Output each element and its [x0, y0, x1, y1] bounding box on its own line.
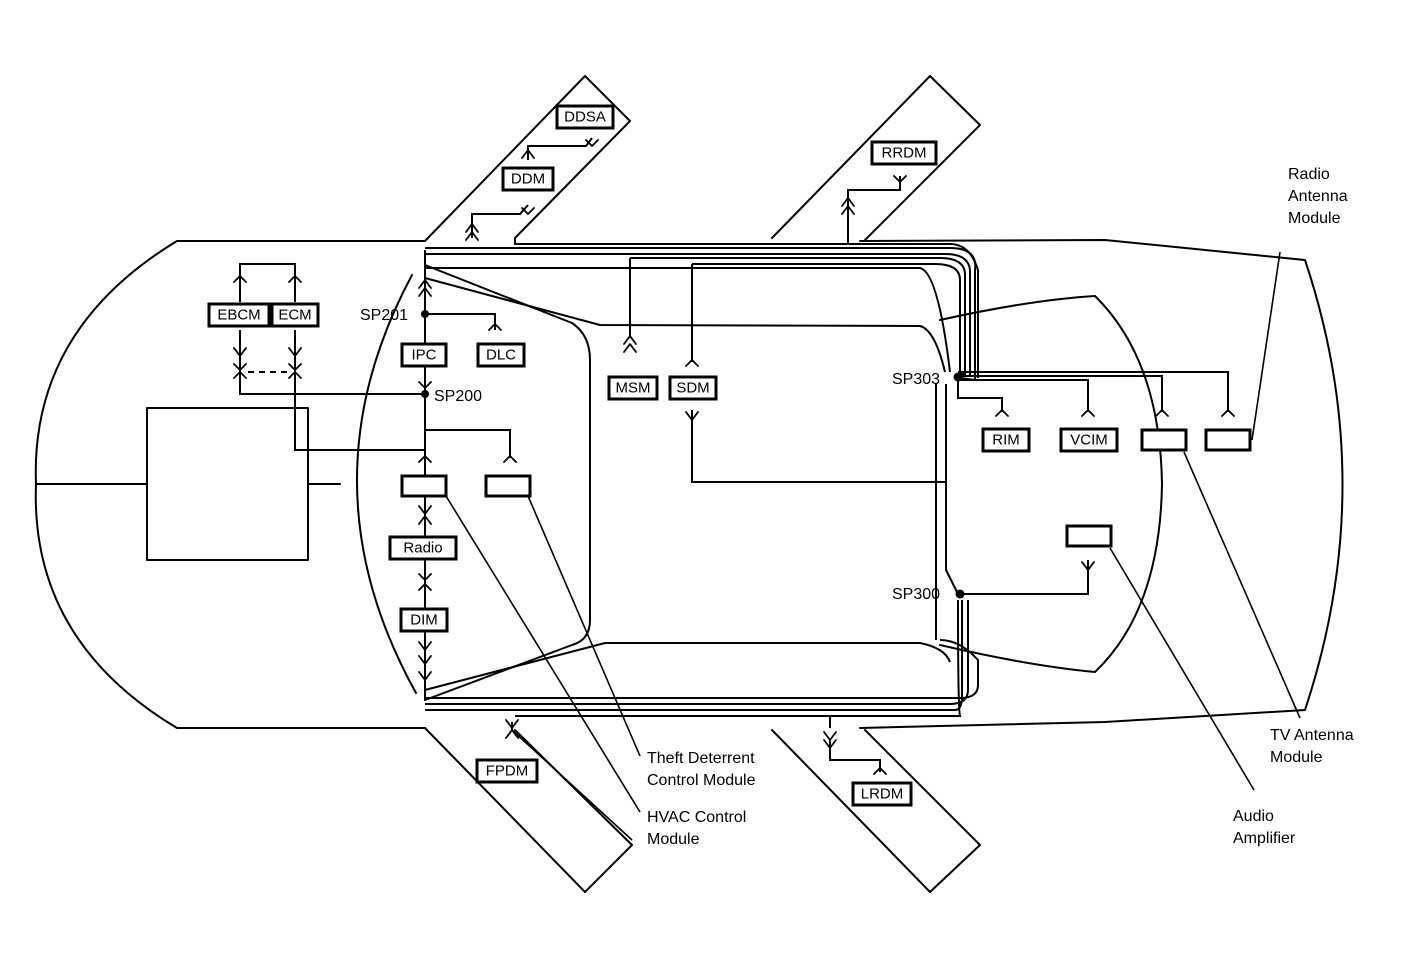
center-wires: [629, 258, 946, 483]
engine-wires: [239, 263, 426, 458]
svg-text:Module: Module: [1288, 210, 1341, 227]
connector-symbols: [233, 139, 1235, 775]
svg-text:Antenna: Antenna: [1288, 188, 1348, 205]
module-lrdm: LRDM: [851, 781, 913, 807]
sp200-dot: [421, 390, 429, 398]
module-msm: MSM: [607, 375, 659, 401]
callout-hvac: HVAC Control Module: [647, 809, 746, 848]
module-dim: DIM: [399, 607, 449, 633]
callout-audio-amplifier: Audio Amplifier: [1233, 808, 1296, 847]
svg-text:TV Antenna: TV Antenna: [1270, 727, 1354, 744]
rear-branches: [957, 371, 1229, 412]
svg-text:Module: Module: [1270, 749, 1323, 766]
module-ecm: ECM: [270, 302, 320, 328]
ecm-label: ECM: [278, 307, 311, 324]
splice-points: [421, 310, 965, 599]
callout-theft-deterrent: Theft Deterrent Control Module: [647, 750, 756, 789]
module-tv-antenna: [1140, 428, 1188, 452]
vehicle-body-outline: [34, 239, 1344, 729]
sp300-label: SP300: [892, 586, 940, 603]
svg-text:HVAC Control: HVAC Control: [647, 809, 746, 826]
module-audio-amplifier: [1065, 524, 1113, 548]
module-rrdm: RRDM: [870, 140, 938, 166]
sp303-label: SP303: [892, 371, 940, 388]
vcim-label: VCIM: [1070, 432, 1108, 449]
module-ebcm: EBCM: [207, 302, 271, 328]
cabin-rear-outline: [939, 295, 1163, 673]
right-front-door: [424, 727, 633, 893]
sp303-dot: [953, 372, 963, 382]
fpdm-label: FPDM: [486, 763, 529, 780]
rrdm-label: RRDM: [882, 145, 927, 162]
msm-label: MSM: [616, 380, 651, 397]
module-theft-deterrent: [484, 474, 532, 498]
sp300-dot: [955, 589, 965, 599]
svg-text:Module: Module: [647, 831, 700, 848]
ebcm-label: EBCM: [217, 307, 260, 324]
rim-label: RIM: [992, 432, 1020, 449]
callout-tv-antenna: TV Antenna Module: [1270, 727, 1354, 766]
sp201-label: SP201: [360, 307, 408, 324]
svg-text:Amplifier: Amplifier: [1233, 830, 1296, 847]
module-vcim: VCIM: [1059, 427, 1119, 453]
amp-branch: [960, 560, 1089, 595]
module-radio: Radio: [388, 535, 458, 561]
lrdm-label: LRDM: [861, 786, 904, 803]
radio-label: Radio: [403, 540, 442, 557]
dashboard-outline: [424, 264, 591, 701]
ddsa-label: DDSA: [564, 109, 606, 126]
module-ddm: DDM: [501, 166, 555, 192]
engine-compartment: [146, 407, 309, 561]
doors: [424, 75, 981, 893]
module-fpdm: FPDM: [475, 758, 539, 784]
main-harness: [424, 238, 979, 728]
svg-text:Radio: Radio: [1288, 166, 1330, 183]
ipc-label: IPC: [411, 347, 436, 364]
sp200-label: SP200: [434, 388, 482, 405]
svg-text:Audio: Audio: [1233, 808, 1274, 825]
module-hvac: [400, 474, 448, 498]
svg-text:Control Module: Control Module: [647, 772, 756, 789]
svg-text:Theft Deterrent: Theft Deterrent: [647, 750, 755, 767]
dlc-label: DLC: [486, 347, 516, 364]
callout-radio-antenna: Radio Antenna Module: [1288, 166, 1348, 227]
module-ddsa: DDSA: [555, 104, 615, 130]
leader-lines: [445, 251, 1301, 841]
sp201-dot: [421, 310, 429, 318]
sdm-label: SDM: [676, 380, 709, 397]
right-rear-door: [771, 729, 981, 893]
front-branches: [425, 313, 511, 458]
module-ipc: IPC: [400, 342, 448, 368]
left-rear-door: [771, 75, 981, 241]
module-rim: RIM: [981, 427, 1031, 453]
module-sdm: SDM: [668, 375, 718, 401]
module-radio-antenna: [1204, 428, 1252, 452]
left-front-door: [424, 75, 631, 242]
door-wires: [471, 137, 901, 772]
dim-label: DIM: [410, 612, 438, 629]
ddm-label: DDM: [511, 171, 545, 188]
module-dlc: DLC: [476, 342, 526, 368]
